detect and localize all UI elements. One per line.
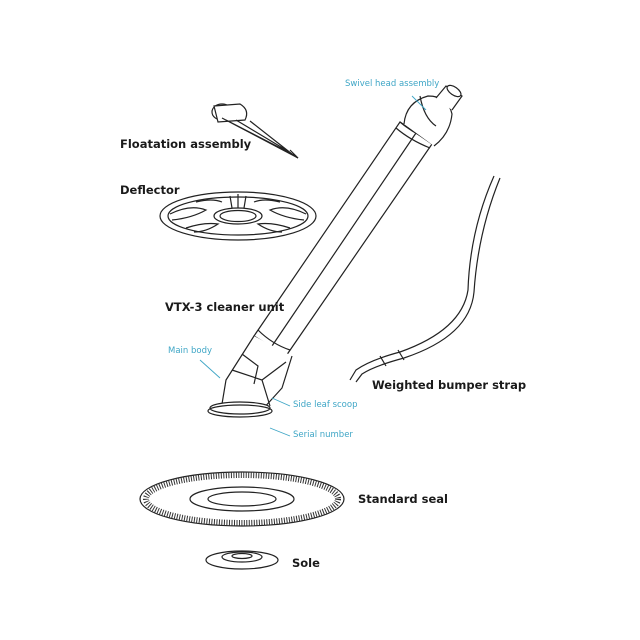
floatation-assembly-drawing bbox=[211, 103, 299, 159]
sole-drawing bbox=[205, 550, 279, 570]
label-bumper-strap: Weighted bumper strap bbox=[372, 378, 527, 392]
callout-side-leaf-scoop: Side leaf scoop bbox=[293, 400, 358, 410]
bumper-strap-drawing bbox=[349, 175, 501, 383]
label-sole: Sole bbox=[292, 556, 320, 570]
cleaner-unit-drawing bbox=[207, 84, 463, 418]
label-cleaner-unit: VTX-3 cleaner unit bbox=[165, 300, 285, 314]
standard-seal-drawing bbox=[139, 471, 345, 527]
label-standard-seal: Standard seal bbox=[358, 492, 448, 506]
callout-leaders bbox=[199, 95, 427, 437]
deflector-drawing bbox=[159, 191, 317, 241]
callout-main-body: Main body bbox=[168, 346, 213, 356]
callout-swivel-head: Swivel head assembly bbox=[345, 79, 440, 89]
callout-serial-number: Serial number bbox=[293, 430, 353, 440]
label-deflector: Deflector bbox=[120, 183, 180, 197]
label-floatation-assembly: Floatation assembly bbox=[120, 137, 252, 151]
